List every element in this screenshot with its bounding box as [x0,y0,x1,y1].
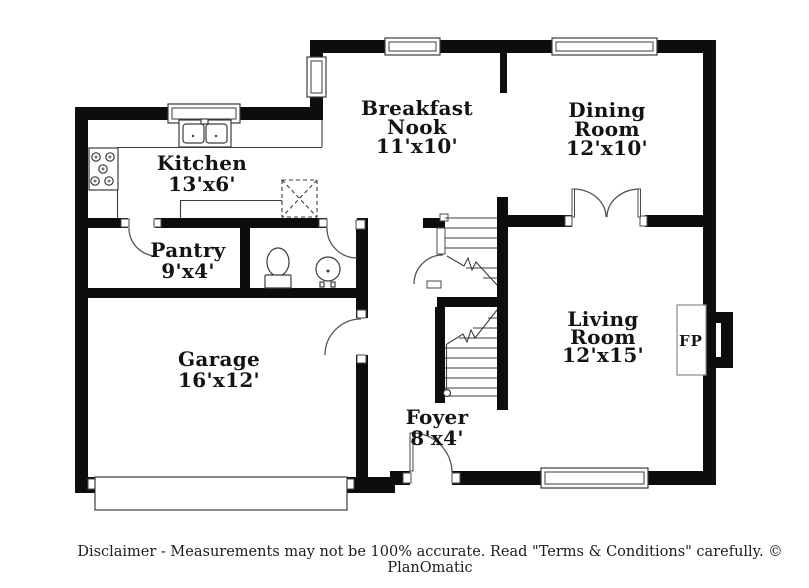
label-dining-room-1: Dining [568,98,645,122]
window-dining-room [551,37,658,56]
wall-pantry-top-left [88,218,128,228]
dining-double-door [571,188,641,218]
label-kitchen: Kitchen [157,151,247,175]
label-pantry-dims: 9'x4' [161,259,215,283]
fireplace-label: FP [679,332,703,350]
windows [167,37,658,489]
garage-door [94,476,348,511]
staircase-lower [442,309,498,398]
bathroom-door [326,227,358,259]
wall-right [703,40,716,485]
staircase-upper [445,217,498,286]
wall-fireplace-bump-top [716,312,721,323]
label-pantry: Pantry [150,238,226,262]
appliance-dashed-box [281,179,318,218]
label-dining-room-2: Room [574,117,640,141]
wall-stair-right [497,197,508,410]
label-breakfast-nook-1: Breakfast [361,96,473,120]
doors [128,188,641,473]
toilet [264,247,292,289]
room-labels: Kitchen 13'x6' Breakfast Nook 11'x10' Di… [150,96,648,450]
wall-garage-top [88,288,368,298]
wall-stair-mid [437,297,507,307]
label-dining-room-dims: 12'x10' [566,136,648,160]
wall-fireplace-bump [721,312,733,368]
label-foyer-dims: 8'x4' [410,426,464,450]
wall-stair-lower-left [435,307,445,403]
wall-nook-dining-partition [500,53,507,93]
label-garage: Garage [178,347,260,371]
front-door [409,432,453,473]
window-living-room [540,467,649,489]
fireplace: FP [676,304,707,376]
label-foyer: Foyer [406,405,469,429]
label-breakfast-nook-2: Nook [387,115,448,139]
door-gaps [128,214,640,486]
wall-pantry-bath-divider [240,228,250,298]
window-nook-side [306,56,327,98]
label-living-room-1: Living [567,307,638,331]
bathroom-sink [315,256,341,288]
pantry-door [128,227,158,257]
label-kitchen-dims: 13'x6' [168,172,236,196]
wall-dining-living-left [507,215,572,227]
stove [88,147,119,191]
label-living-room-dims: 12'x15' [562,343,644,367]
label-living-room-2: Room [570,325,636,349]
wall-fireplace-bump-bottom [716,357,721,368]
stair-hall-door [413,227,446,285]
garage-entry-door [324,318,362,356]
wall-stairhall-top [423,218,445,228]
disclaimer-text: Disclaimer - Measurements may not be 100… [77,544,783,576]
label-garage-dims: 16'x12' [178,368,260,392]
label-breakfast-nook-dims: 11'x10' [376,134,458,158]
door-jambs [87,213,648,490]
wall-dining-living-right [645,215,703,227]
wall-pantry-bath-top [155,218,327,228]
wall-left [75,107,88,493]
window-breakfast-nook [384,37,441,56]
kitchen-sink [178,118,232,148]
